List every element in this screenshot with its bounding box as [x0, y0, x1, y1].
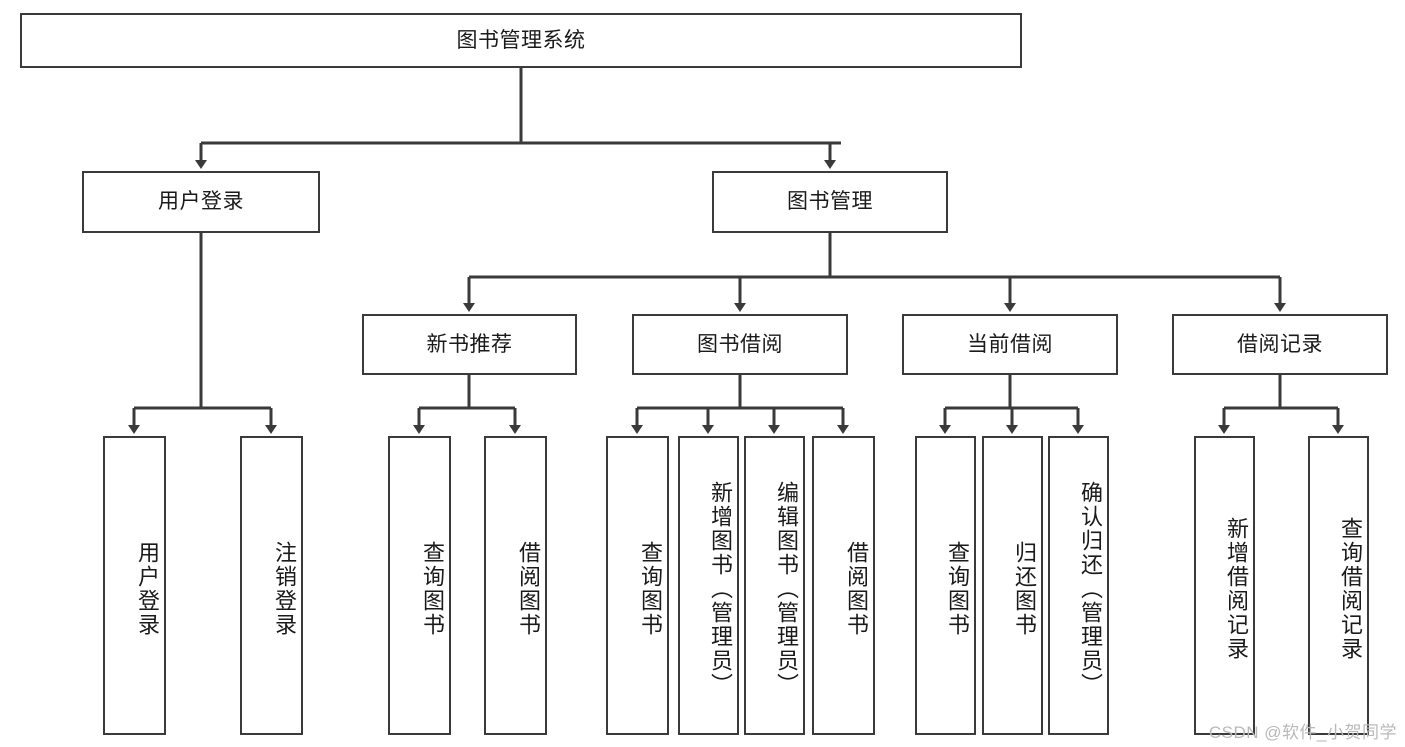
node-leaf-add-book-admin-label: 新增图书（管理员） — [708, 480, 733, 697]
node-book-management-label: 图书管理 — [787, 190, 873, 214]
node-book-borrow[interactable]: 图书借阅 — [632, 314, 848, 375]
node-leaf-query-borrow-record[interactable]: 查询借阅记录 — [1308, 436, 1369, 735]
node-borrow-record[interactable]: 借阅记录 — [1172, 314, 1388, 375]
node-leaf-user-login[interactable]: 用户登录 — [103, 436, 166, 735]
node-root-label: 图书管理系统 — [456, 28, 586, 52]
node-book-management[interactable]: 图书管理 — [712, 171, 948, 233]
node-leaf-user-login-label: 用户登录 — [135, 540, 160, 637]
node-leaf-query-book-recommend[interactable]: 查询图书 — [388, 436, 451, 735]
node-new-book-recommend[interactable]: 新书推荐 — [362, 314, 577, 375]
node-leaf-confirm-return-admin[interactable]: 确认归还（管理员） — [1048, 436, 1109, 735]
node-leaf-query-book-borrow[interactable]: 查询图书 — [606, 436, 669, 735]
node-leaf-query-book-recommend-label: 查询图书 — [420, 540, 445, 637]
node-borrow-record-label: 借阅记录 — [1237, 332, 1323, 356]
node-leaf-logout-label: 注销登录 — [272, 540, 297, 637]
node-leaf-return-book[interactable]: 归还图书 — [982, 436, 1043, 735]
node-user-login-label: 用户登录 — [158, 190, 244, 214]
node-user-login[interactable]: 用户登录 — [82, 171, 320, 233]
node-leaf-edit-book-admin[interactable]: 编辑图书（管理员） — [744, 436, 805, 735]
node-new-book-recommend-label: 新书推荐 — [426, 332, 513, 356]
node-current-borrow[interactable]: 当前借阅 — [902, 314, 1118, 375]
node-leaf-add-borrow-record[interactable]: 新增借阅记录 — [1194, 436, 1255, 735]
node-leaf-borrow-book-label: 借阅图书 — [844, 540, 869, 637]
node-root[interactable]: 图书管理系统 — [20, 13, 1022, 68]
node-leaf-edit-book-admin-label: 编辑图书（管理员） — [774, 480, 799, 697]
node-leaf-add-borrow-record-label: 新增借阅记录 — [1224, 516, 1249, 661]
node-leaf-borrow-book[interactable]: 借阅图书 — [812, 436, 875, 735]
node-leaf-query-book-current[interactable]: 查询图书 — [915, 436, 976, 735]
watermark: CSDN @软件_小贺同学 — [1208, 723, 1397, 742]
node-leaf-query-book-borrow-label: 查询图书 — [638, 540, 663, 637]
node-leaf-borrow-book-recommend[interactable]: 借阅图书 — [484, 436, 547, 735]
node-leaf-add-book-admin[interactable]: 新增图书（管理员） — [678, 436, 739, 735]
node-leaf-borrow-book-recommend-label: 借阅图书 — [516, 540, 541, 637]
node-leaf-query-borrow-record-label: 查询借阅记录 — [1338, 516, 1363, 661]
node-leaf-logout[interactable]: 注销登录 — [240, 436, 303, 735]
node-current-borrow-label: 当前借阅 — [967, 332, 1053, 356]
node-leaf-query-book-current-label: 查询图书 — [945, 540, 970, 637]
node-book-borrow-label: 图书借阅 — [697, 332, 783, 356]
node-leaf-confirm-return-admin-label: 确认归还（管理员） — [1078, 480, 1103, 697]
node-leaf-return-book-label: 归还图书 — [1012, 540, 1037, 637]
